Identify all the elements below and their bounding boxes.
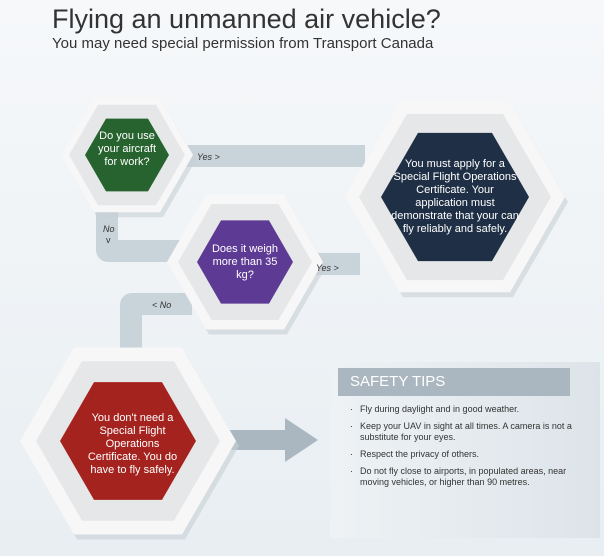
safety-tip: Keep your UAV in sight at all times. A c… xyxy=(350,421,590,443)
connector-no2 xyxy=(120,293,192,360)
hex-work-inner xyxy=(85,118,169,192)
hex-dont-need-inner xyxy=(60,382,196,500)
node-weight-question: Does it weigh more than 35 kg? xyxy=(211,243,279,281)
page-subtitle: You may need special permission from Tra… xyxy=(52,35,434,52)
safety-tips-panel: SAFETY TIPS Fly during daylight and in g… xyxy=(330,362,600,538)
label-no-2: < No xyxy=(152,300,172,310)
connector-yes1 xyxy=(185,145,365,167)
safety-tips-title: SAFETY TIPS xyxy=(338,368,570,396)
safety-tip: Do not fly close to airports, in populat… xyxy=(350,466,590,488)
label-yes-2: Yes > xyxy=(316,263,339,273)
label-no-1-arrow: v xyxy=(106,235,111,245)
node-work-question: Do you use your aircraft for work? xyxy=(97,130,157,168)
connectors xyxy=(96,145,365,462)
label-yes-1: Yes > xyxy=(197,152,220,162)
node-must-apply: You must apply for a Special Flight Oper… xyxy=(391,158,519,235)
safety-tip: Respect the privacy of others. xyxy=(350,449,590,460)
hex-weight-inner xyxy=(197,220,293,304)
connector-no1 xyxy=(96,205,188,262)
arrow-icon xyxy=(230,418,318,462)
safety-tip: Fly during daylight and in good weather. xyxy=(350,404,590,415)
safety-tips-list: Fly during daylight and in good weather.… xyxy=(350,404,590,494)
page-title: Flying an unmanned air vehicle? xyxy=(52,4,441,34)
label-no-1: No xyxy=(103,224,115,234)
node-dont-need: You don't need a Special Flight Operatio… xyxy=(87,412,178,476)
hex-must-apply-inner xyxy=(381,132,529,262)
